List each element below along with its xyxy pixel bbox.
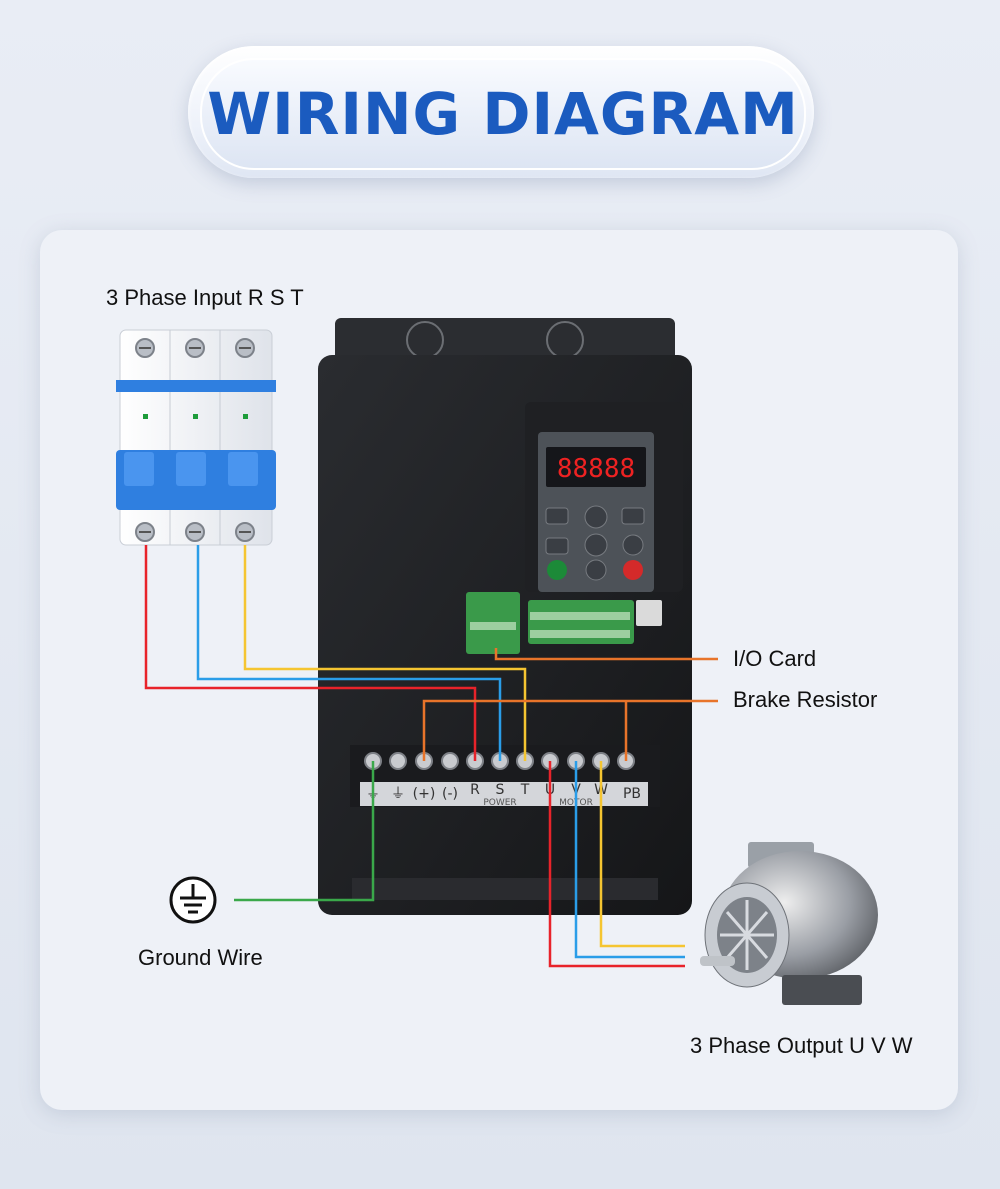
- stop-button: [623, 560, 643, 580]
- terminal-ground-2: ⏚: [391, 786, 405, 802]
- io-card: [466, 592, 662, 654]
- wire-io-card: [494, 648, 718, 661]
- terminal-plus: (+): [413, 786, 436, 802]
- vfd-unit: 88888: [318, 318, 692, 915]
- output-label: 3 Phase Output U V W: [690, 1033, 913, 1058]
- brake-resistor-label: Brake Resistor: [733, 687, 878, 712]
- wire-w: [599, 761, 685, 948]
- terminal-s: S: [496, 782, 505, 798]
- wire-r: [144, 545, 477, 761]
- wire-s: [196, 545, 502, 761]
- terminal-t: T: [520, 782, 530, 798]
- ground-wire-label: Ground Wire: [138, 945, 263, 970]
- input-label: 3 Phase Input R S T: [106, 285, 304, 310]
- run-button: [547, 560, 567, 580]
- wire-u: [548, 761, 685, 968]
- terminal-minus: (-): [442, 786, 458, 802]
- wire-v: [574, 761, 685, 959]
- circuit-breaker: [116, 329, 276, 546]
- io-card-label: I/O Card: [733, 646, 817, 671]
- page-title: WIRING DIAGRAM: [207, 80, 799, 148]
- ground-icon: [169, 876, 217, 924]
- title-banner: WIRING DIAGRAM: [200, 58, 806, 170]
- vfd-display: 88888: [557, 454, 635, 484]
- motor: [700, 842, 878, 1005]
- wires: [144, 545, 718, 968]
- terminal-r: R: [470, 782, 480, 798]
- power-caption: POWER: [483, 798, 516, 808]
- terminal-pb: PB: [623, 786, 641, 802]
- wire-ground: [234, 761, 375, 902]
- wire-brake-resistor: [422, 699, 718, 761]
- wire-t: [243, 545, 527, 761]
